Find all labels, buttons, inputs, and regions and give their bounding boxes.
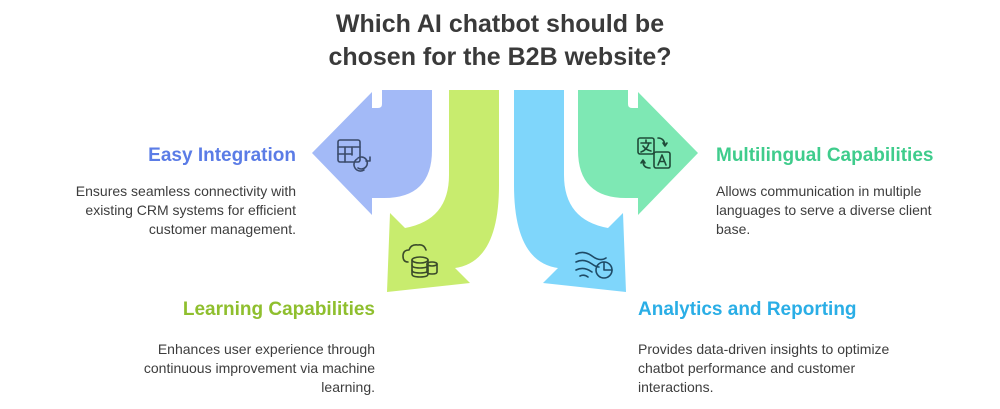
description-line: base.: [716, 221, 751, 237]
title-line-1: Which AI chatbot should be: [335, 10, 665, 38]
multilingual-capabilities-description: Allows communication in multiple languag…: [716, 182, 932, 239]
title-line-2: chosen for the B2B website?: [328, 43, 672, 71]
description-line: Ensures seamless connectivity with: [75, 183, 296, 199]
arrow-easy-integration: [312, 90, 432, 215]
translate-icon: [637, 137, 671, 169]
easy-integration-heading: Easy Integration: [148, 145, 296, 166]
chart-waves-icon: [575, 251, 613, 279]
description-line: customer management.: [148, 221, 296, 237]
arrow-analytics-reporting: [514, 90, 626, 292]
description-line: chatbot performance and customer: [638, 360, 856, 376]
description-line: languages to serve a diverse client: [716, 202, 932, 218]
description-line: continuous improvement via machine: [143, 360, 375, 376]
description-line: existing CRM systems for efficient: [85, 202, 296, 218]
description-line: learning.: [321, 379, 375, 395]
multilingual-capabilities-heading: Multilingual Capabilities: [716, 145, 934, 166]
diagram-title: Which AI chatbot should be chosen for th…: [250, 8, 750, 74]
description-line: interactions.: [638, 379, 714, 395]
arrow-learning-capabilities: [387, 90, 499, 292]
description-line: Allows communication in multiple: [716, 183, 922, 199]
description-line: Enhances user experience through: [157, 341, 375, 357]
analytics-reporting-description: Provides data-driven insights to optimiz…: [638, 340, 889, 397]
learning-capabilities-heading: Learning Capabilities: [182, 299, 375, 320]
analytics-reporting-heading: Analytics and Reporting: [638, 299, 857, 320]
easy-integration-description: Ensures seamless connectivity with exist…: [76, 182, 296, 239]
description-line: Provides data-driven insights to optimiz…: [638, 341, 890, 357]
database-cloud-icon: [402, 244, 438, 278]
table-sync-icon: [337, 139, 371, 172]
learning-capabilities-description: Enhances user experience through continu…: [144, 340, 375, 397]
